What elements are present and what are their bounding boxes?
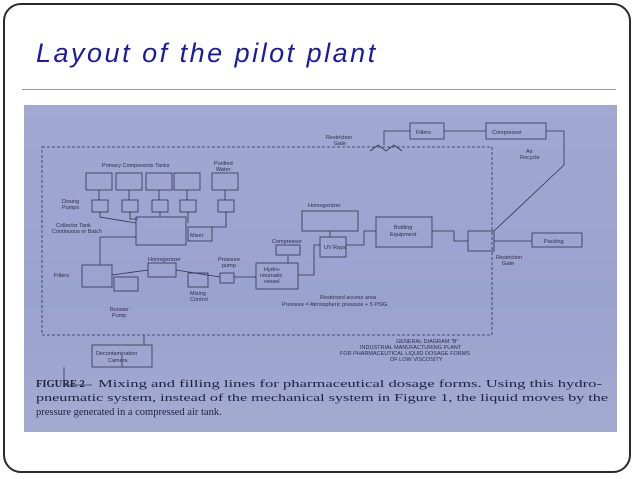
label-homogenizer-1: Homogenizer: [148, 257, 181, 263]
flow-line: [493, 130, 565, 232]
homogenizer-right-box: [301, 210, 359, 232]
label-hydro-3: vessel: [264, 279, 280, 285]
caption-line-3: pressure generated in a compressed air t…: [36, 407, 222, 418]
label-collector-tank-2: Continuous or Batch: [52, 229, 102, 235]
label-filters-1: Filters: [54, 273, 69, 279]
label-pressure-pump-2: pump: [222, 263, 236, 269]
bottling-equipment-box: [375, 216, 433, 248]
dosing-pump-3: [151, 199, 169, 213]
label-dosing-pumps-1: Dosing: [62, 199, 79, 205]
label-compressor-2: Compressor: [492, 130, 522, 136]
flow-line: [111, 269, 149, 276]
mixer-box: [187, 226, 213, 242]
flow-line: [99, 212, 137, 224]
label-filters-2: Filters: [416, 130, 431, 136]
label-primary-tanks: Primary Components Tanks: [102, 163, 170, 169]
label-restricted-area: Restricted access area: [320, 295, 377, 301]
flow-line: [346, 230, 376, 246]
primary-tank-3: [145, 172, 173, 191]
label-purified-water-1: Purified: [214, 161, 233, 167]
collector-tank: [135, 216, 187, 246]
air-sprinkler: [369, 144, 403, 152]
caption-line-2: pneumatic system, instead of the mechani…: [36, 393, 609, 404]
label-general-2: INDUSTRIAL MANUFACTURING PLANT: [360, 345, 462, 351]
flow-line: [175, 269, 221, 278]
label-mixer: Mixer: [190, 233, 204, 239]
label-bottling-2: Equipment: [390, 232, 417, 238]
pilot-plant-diagram-photo: Primary Components Tanks Purified Water …: [24, 105, 617, 432]
flow-line: [383, 130, 410, 145]
slide-title: Layout of the pilot plant: [36, 38, 378, 68]
label-pressure-pump-1: Pressure: [218, 257, 240, 263]
label-restriction-gate-1a: Restriction: [326, 135, 352, 141]
dosing-pump-5: [217, 199, 235, 213]
caption-line-1: Mixing and filling lines for pharmaceuti…: [98, 379, 603, 390]
restriction-gate-box: [467, 230, 495, 252]
label-decon-2: Camera: [108, 358, 129, 364]
label-general-3: FOR PHARMACEUTICAL LIQUID DOSAGE FORMS: [340, 351, 470, 357]
label-purified-water-2: Water: [216, 167, 231, 173]
restricted-area-boundary: [41, 146, 493, 336]
label-booster-pump-2: Pump: [112, 313, 126, 319]
label-restriction-gate-2b: Gate: [502, 261, 514, 267]
hydropneumatic-vessel: [255, 262, 299, 290]
label-hydro-1: Hydro-: [264, 267, 281, 273]
label-uv-rays: UV Rays: [324, 245, 346, 251]
label-restriction-gate-2a: Restriction: [496, 255, 522, 261]
dosing-pump-2: [121, 199, 139, 213]
dosing-pump-4: [179, 199, 197, 213]
label-general-4: OF LOW VISCOSITY: [390, 357, 443, 363]
booster-box: [113, 276, 139, 292]
purified-water-tank: [211, 172, 239, 191]
flow-line: [432, 230, 468, 242]
label-booster-pump-1: Booster: [110, 307, 129, 313]
primary-tank-4: [173, 172, 201, 191]
flow-line: [63, 367, 92, 386]
pressure-pump-box: [219, 272, 235, 284]
label-general-1: GENERAL DIAGRAM "B": [396, 339, 458, 345]
flow-line: [212, 212, 227, 228]
plant-layout-diagram: Primary Components Tanks Purified Water …: [36, 122, 609, 418]
title-divider: [22, 89, 616, 90]
dosing-pump-1: [91, 199, 109, 213]
label-bottling-1: Bottling: [394, 225, 412, 231]
filters-unit: [81, 264, 113, 288]
label-hydro-2: neumatic: [260, 273, 283, 279]
flow-line: [99, 236, 136, 265]
mixing-control-box: [187, 272, 209, 288]
primary-tank-2: [115, 172, 143, 191]
label-packing: Packing: [544, 239, 564, 245]
label-mixing-control-2: Control: [190, 297, 208, 303]
figure-label: FIGURE 2: [36, 379, 85, 390]
packing-box: [531, 232, 583, 248]
label-air-recycle-1: Air: [526, 149, 533, 155]
label-air-recycle-2: Recycle: [520, 155, 540, 161]
primary-tank-1: [85, 172, 113, 191]
label-decon-1: Decontamination: [96, 351, 137, 357]
label-homogenizer-2: Homogenizer: [308, 203, 341, 209]
compressor-box: [275, 244, 301, 256]
flow-line: [129, 212, 138, 220]
label-mixing-control-1: Mixing: [190, 291, 206, 297]
label-compressor-1: Compressor: [272, 239, 302, 245]
uv-rays-box: [319, 236, 347, 258]
homogenizer-box: [147, 262, 177, 278]
label-restriction-gate-1b: Gate: [334, 141, 346, 147]
label-dosing-pumps-2: Pumps: [62, 205, 79, 211]
flow-line: [298, 244, 320, 276]
label-collector-tank-1: Collector Tank: [56, 223, 91, 229]
label-pressure-note: Pressure = Atmospheric pressure + 5 PSIG: [282, 302, 387, 308]
